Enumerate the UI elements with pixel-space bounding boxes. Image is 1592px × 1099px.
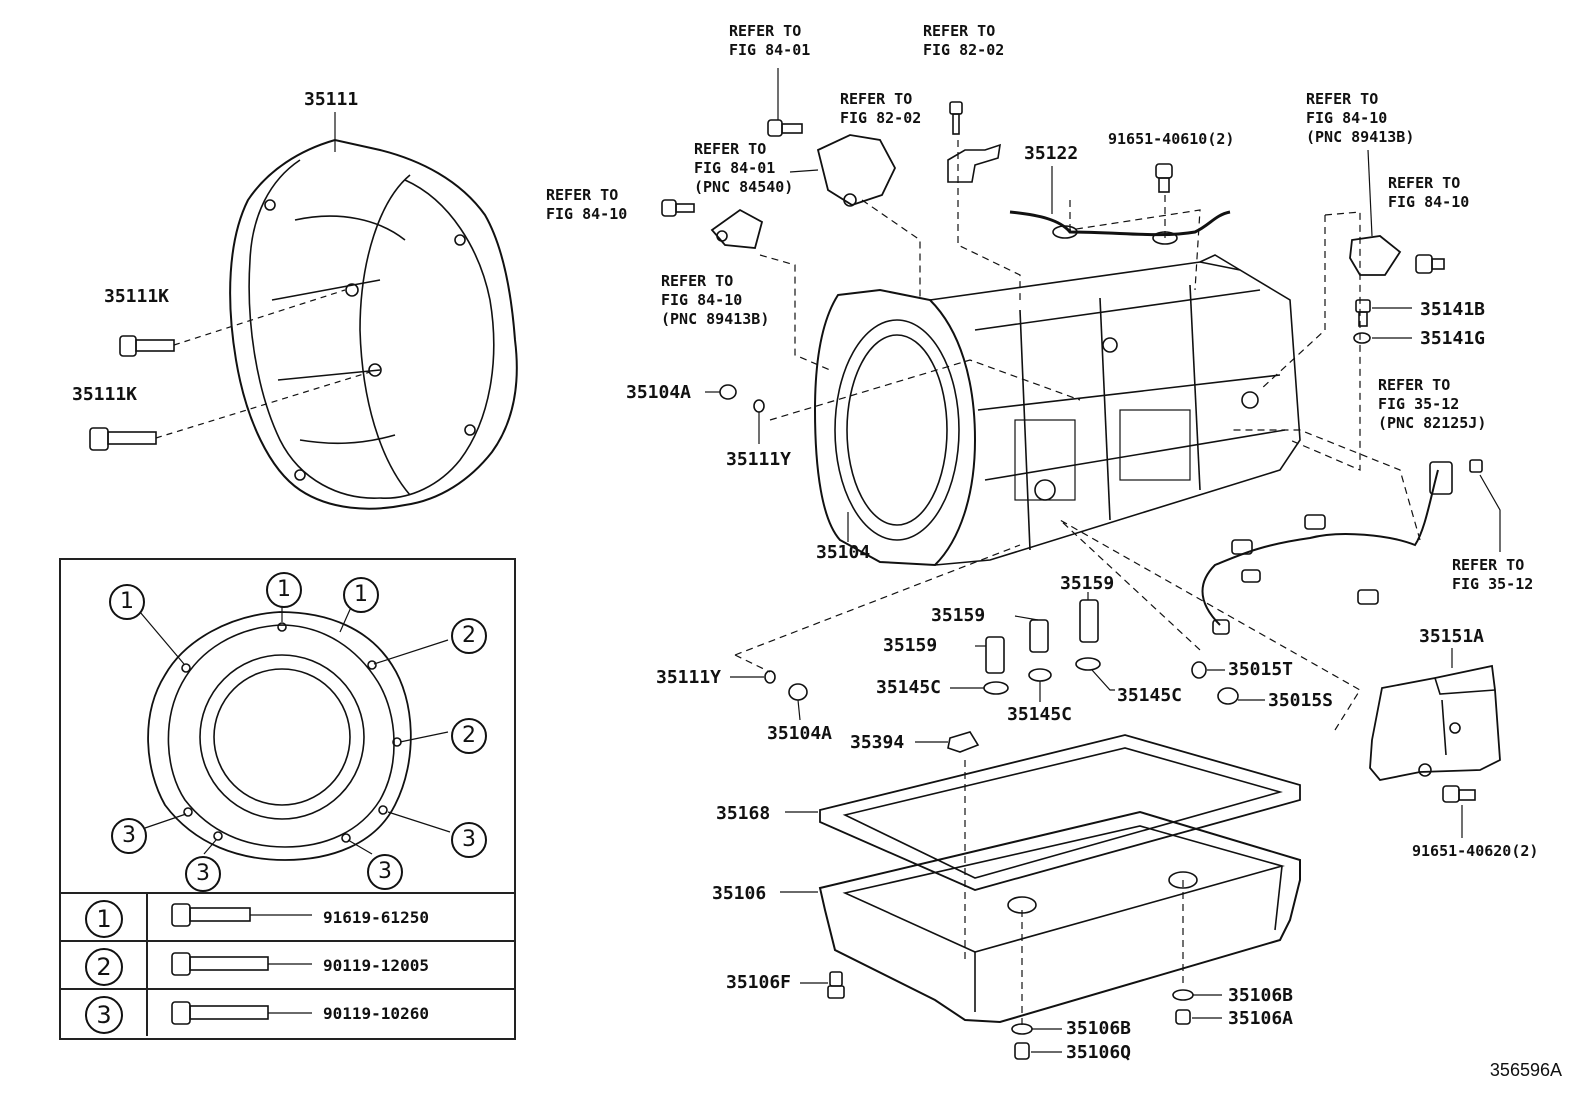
bracket-fig82-02-drawing [947, 101, 1001, 183]
ref-fig-84-01-pnc84540: REFER TO FIG 84-01 (PNC 84540) [694, 140, 794, 196]
label-35104a-bottom: 35104A [767, 723, 833, 744]
cover-35151a-drawing [1369, 648, 1501, 781]
legend-bolt-2-drawing [171, 952, 312, 976]
plug-35015s-drawing [1217, 687, 1265, 705]
callout-2-lower: 2 [451, 718, 487, 754]
ref-fig-84-10-pnc89413b-right: REFER TO FIG 84-10 (PNC 89413B) [1306, 90, 1415, 146]
label-35106b-bottom: 35106B [1066, 1018, 1132, 1039]
label-35106: 35106 [712, 883, 767, 904]
legend-row-2: 2 90119-12005 [61, 940, 514, 990]
label-35394: 35394 [850, 732, 905, 753]
washers-35145c-drawing [950, 657, 1115, 702]
legend-bolt-3-drawing [171, 1001, 312, 1025]
o-ring-35111y-drawing [730, 399, 776, 684]
callout-1-left: 1 [109, 584, 145, 620]
figure-id: 356596A [1489, 1060, 1562, 1080]
label-91651-40610: 91651-40610(2) [1108, 130, 1235, 148]
label-35141b: 35141B [1420, 299, 1486, 320]
label-35015s: 35015S [1268, 690, 1334, 711]
callout-2-upper: 2 [451, 618, 487, 654]
label-35151a: 35151A [1419, 626, 1485, 647]
legend-divider [146, 894, 148, 940]
magnet-35394-drawing [915, 731, 980, 753]
callout-3-left: 3 [111, 818, 147, 854]
legend-part-2: 90119-12005 [323, 956, 429, 975]
label-35111k-lower: 35111K [72, 384, 138, 405]
label-35145c-left: 35145C [876, 677, 942, 698]
legend-part-3: 90119-10260 [323, 1004, 429, 1023]
ref-fig-35-12-pnc82125j: REFER TO FIG 35-12 (PNC 82125J) [1378, 376, 1487, 432]
legend-symbol-2: 2 [85, 948, 123, 986]
ref-fig-82-02-top: REFER TO FIG 82-02 [923, 22, 1005, 59]
gasket-35168-drawing [785, 734, 1301, 891]
callout-1-right: 1 [343, 577, 379, 613]
label-35106q: 35106Q [1066, 1042, 1132, 1063]
ref-fig-84-10-pnc89413b-left: REFER TO FIG 84-10 (PNC 89413B) [661, 272, 770, 328]
plug-35104a-drawing [705, 384, 808, 721]
ref-fig-35-12-bottom: REFER TO FIG 35-12 [1452, 556, 1534, 593]
label-35106b-right: 35106B [1228, 985, 1294, 1006]
sensor-89413b-left-drawing [661, 199, 764, 249]
callout-3-bottom-left: 3 [185, 856, 221, 892]
label-35159-mid: 35159 [931, 605, 986, 626]
legend-part-1: 91619-61250 [323, 908, 429, 927]
legend-divider [146, 990, 148, 1036]
label-35145c-right: 35145C [1117, 685, 1183, 706]
label-35122: 35122 [1024, 143, 1079, 164]
label-35145c-mid: 35145C [1007, 704, 1073, 725]
bolt-legend-panel: 1 1 1 2 2 3 3 3 3 1 91619-61250 2 90119-… [59, 558, 516, 1040]
label-35015t: 35015T [1228, 659, 1294, 680]
tube-35122-drawing [1009, 166, 1231, 245]
legend-row-1: 1 91619-61250 [61, 892, 514, 942]
label-35106f: 35106F [726, 972, 792, 993]
converter-housing-drawing [229, 112, 518, 510]
oil-pan-35106-drawing [780, 810, 1301, 1024]
label-91651-40620: 91651-40620(2) [1412, 842, 1539, 860]
label-35106a: 35106A [1228, 1008, 1294, 1029]
sensor-89413b-right-drawing [1349, 149, 1445, 276]
label-35111k-upper: 35111K [104, 286, 170, 307]
legend-divider [146, 942, 148, 988]
ref-fig-82-02-mid: REFER TO FIG 82-02 [840, 90, 922, 127]
transmission-case-drawing [813, 254, 1301, 567]
washer-35141g-drawing [1353, 332, 1412, 344]
callout-1-top: 1 [266, 572, 302, 608]
bolt-35141b-drawing [1355, 299, 1412, 327]
label-35168: 35168 [716, 803, 771, 824]
sensor-84540-drawing [789, 134, 897, 207]
bolt-position-drawing [139, 600, 451, 861]
leader-dashed-lines [734, 140, 1421, 1025]
label-35104a-top: 35104A [626, 382, 692, 403]
bolt-35111k-lower-drawing [89, 371, 371, 451]
bolt-91651-40610-drawing [1155, 163, 1173, 193]
label-35111: 35111 [304, 89, 359, 110]
label-35159-right: 35159 [1060, 573, 1115, 594]
label-35141g: 35141G [1420, 328, 1486, 349]
label-35159-left: 35159 [883, 635, 938, 656]
ref-fig-84-10-left: REFER TO FIG 84-10 [546, 186, 628, 223]
plugs-35159-drawing [975, 592, 1099, 674]
o-ring-35015t-drawing [1191, 661, 1225, 679]
bolt-35111k-upper-drawing [119, 289, 346, 357]
wire-harness-drawing [1201, 459, 1501, 635]
label-35104: 35104 [816, 542, 871, 563]
bolt-91651-40620-drawing [1442, 785, 1476, 838]
bolt-fig84-01-drawing [767, 68, 803, 137]
callout-3-right: 3 [451, 822, 487, 858]
drain-plugs-drawing [800, 971, 1222, 1060]
ref-fig-84-01-top: REFER TO FIG 84-01 [729, 22, 811, 59]
label-35111y-top: 35111Y [726, 449, 792, 470]
legend-bolt-1-drawing [171, 903, 312, 927]
callout-3-bottom-right: 3 [367, 854, 403, 890]
label-35111y-bottom: 35111Y [656, 667, 722, 688]
ref-fig-84-10-right: REFER TO FIG 84-10 [1388, 174, 1470, 211]
legend-symbol-3: 3 [85, 996, 123, 1034]
legend-symbol-1: 1 [85, 900, 123, 938]
legend-row-3: 3 90119-10260 [61, 988, 514, 1038]
